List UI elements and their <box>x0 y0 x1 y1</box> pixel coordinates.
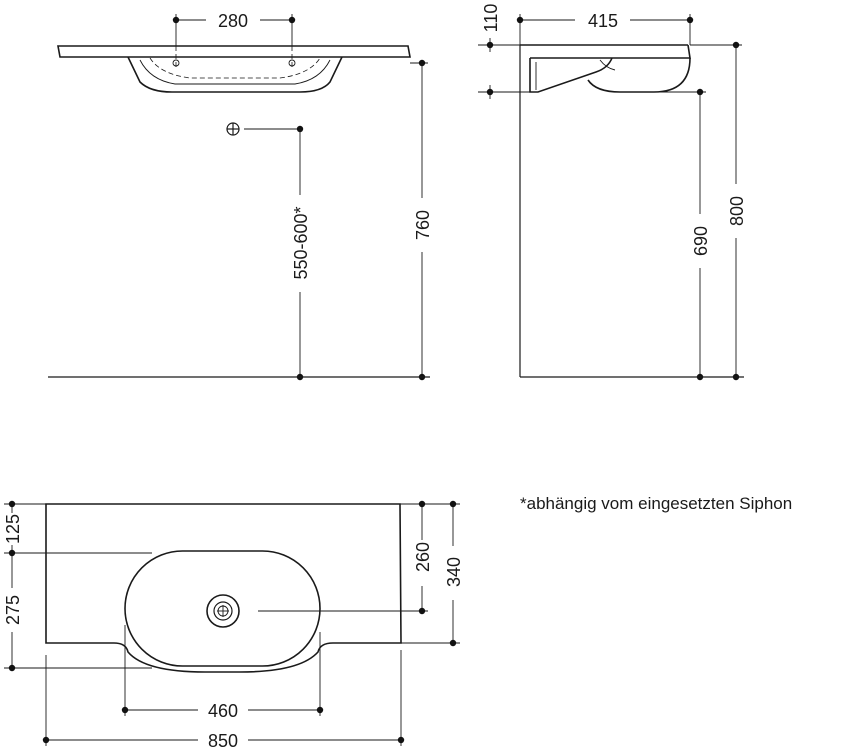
dim-depth: 415 <box>588 11 618 31</box>
side-view-bracket <box>529 57 613 93</box>
plan-view-bowl <box>124 550 321 667</box>
front-view-tap-hole-left <box>172 59 180 67</box>
dim-back-to-drain: 260 <box>413 542 433 572</box>
front-view-hidden-bowl <box>149 57 321 79</box>
dim-rim-thickness: 110 <box>481 4 501 33</box>
dim-overall-depth: 340 <box>444 557 464 587</box>
dim-back-to-bowl: 125 <box>3 514 23 544</box>
plan-view-outline <box>45 503 402 673</box>
front-view-tap-hole-right <box>288 59 296 67</box>
plan-view: 125 275 260 340 460 850 <box>3 500 464 750</box>
dim-total-height: 800 <box>727 196 747 226</box>
dim-overall-width: 850 <box>208 731 238 750</box>
front-view-basin-slab <box>57 45 411 58</box>
front-view: 280 550-600* 760 <box>48 11 433 381</box>
plan-drain-icon <box>206 594 240 628</box>
dim-bottom-height: 690 <box>691 226 711 256</box>
dim-tap-spacing: 280 <box>218 11 248 31</box>
front-view-bowl-inner <box>139 59 331 85</box>
dim-drain-height: 550-600* <box>291 206 311 279</box>
drain-center-icon <box>226 122 240 136</box>
dim-bowl-to-front: 275 <box>3 595 23 625</box>
footnote: *abhängig vom eingesetzten Siphon <box>520 494 793 513</box>
side-view: 415 110 690 800 <box>478 4 747 381</box>
side-view-bowl-profile <box>587 57 691 93</box>
dim-bowl-width: 460 <box>208 701 238 721</box>
front-view-basin-bowl <box>127 56 343 93</box>
dim-rim-height: 760 <box>413 210 433 240</box>
